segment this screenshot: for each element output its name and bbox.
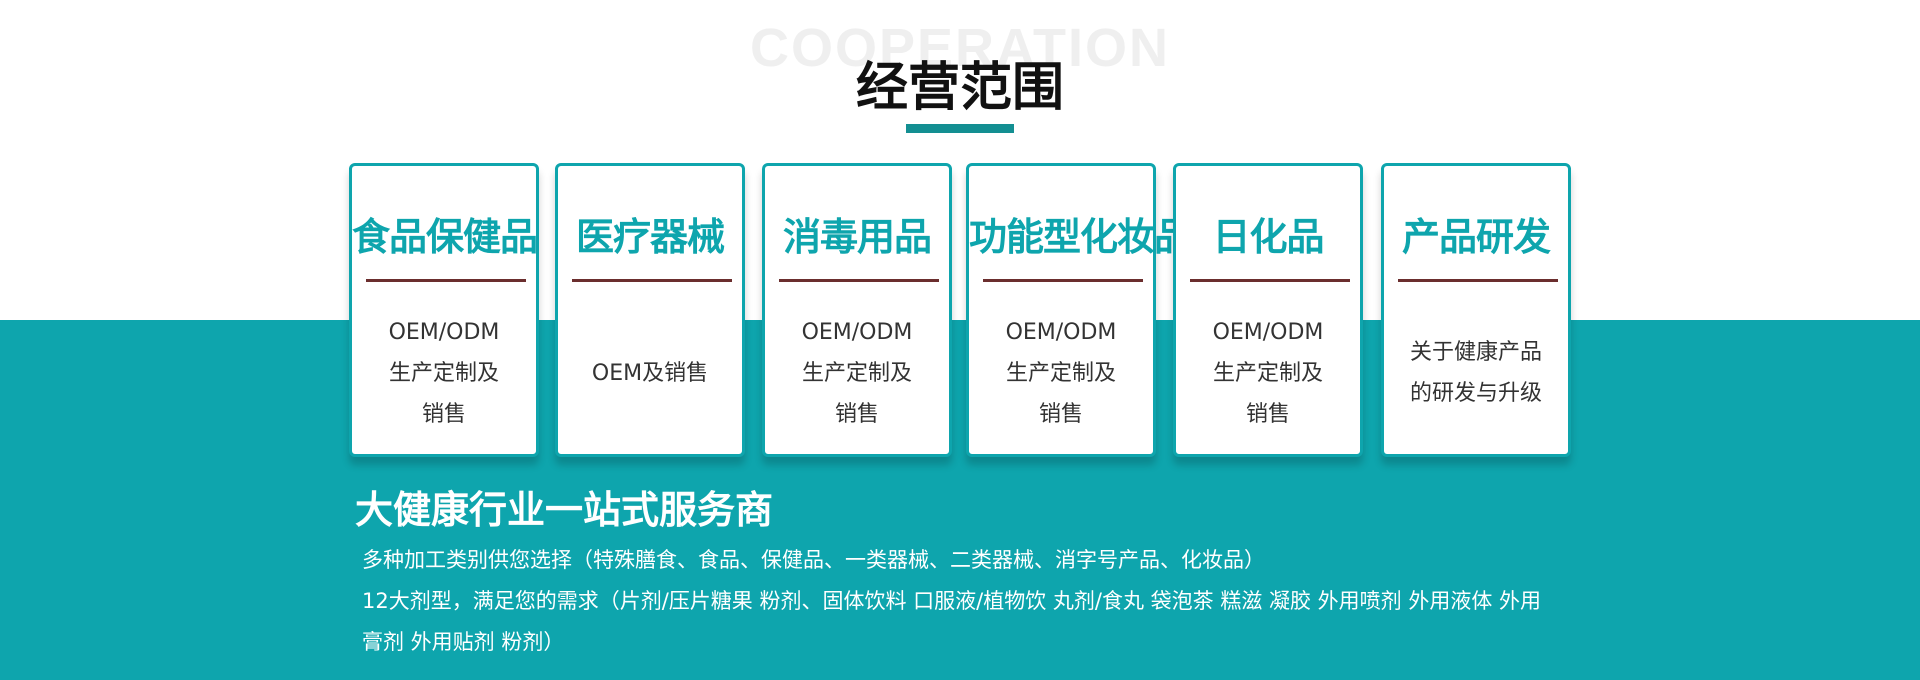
card-title: 产品研发 [1401,215,1551,259]
card-description: OEM/ODM 生产定制及 销售 [1005,319,1117,427]
teal-background-band [0,320,1920,680]
processing-categories-text: 多种加工类别供您选择（特殊膳食、食品、保健品、一类器械、二类器械、消字号产品、化… [362,548,1265,572]
card-description: 关于健康产品 的研发与升级 [1409,340,1542,406]
card-divider [572,279,732,282]
card-disinfection[interactable]: 消毒用品 OEM/ODM 生产定制及 销售 [762,163,952,457]
card-description: OEM及销售 [591,360,709,386]
card-medical-devices[interactable]: 医疗器械 OEM及销售 [555,163,745,457]
card-divider [1398,279,1558,282]
card-cosmetics[interactable]: 功能型化妆品 OEM/ODM 生产定制及 销售 [966,163,1192,457]
card-description: OEM/ODM 生产定制及 销售 [1212,319,1324,427]
card-title: 日化品 [1212,215,1324,259]
business-scope-cards: 食品保健品 OEM/ODM 生产定制及 销售 医疗器械 OEM及销售 消毒用品 … [349,163,1571,457]
card-description: OEM/ODM 生产定制及 销售 [801,319,913,427]
card-divider [779,279,939,282]
card-daily-chemicals[interactable]: 日化品 OEM/ODM 生产定制及 销售 [1173,163,1363,457]
card-description: OEM/ODM 生产定制及 销售 [388,319,500,427]
card-title: 医疗器械 [575,215,725,259]
dosage-forms-text: 12大剂型，满足您的需求（片剂/压片糖果 粉剂、固体饮料 口服液/植物饮 丸剂/… [362,589,1542,654]
card-title: 消毒用品 [782,215,932,259]
card-title: 食品保健品 [352,215,538,259]
title-underline [906,124,1014,133]
card-divider [366,279,526,282]
card-food-health[interactable]: 食品保健品 OEM/ODM 生产定制及 销售 [349,163,539,457]
slogan-heading: 大健康行业一站式服务商 [355,488,774,532]
card-rnd[interactable]: 产品研发 关于健康产品 的研发与升级 [1381,163,1571,457]
card-divider [983,279,1143,282]
section-title: 经营范围 [855,58,1064,118]
card-title: 功能型化妆品 [969,215,1192,259]
watermark-word: COOPERATION [749,18,1170,78]
card-divider [1190,279,1350,282]
